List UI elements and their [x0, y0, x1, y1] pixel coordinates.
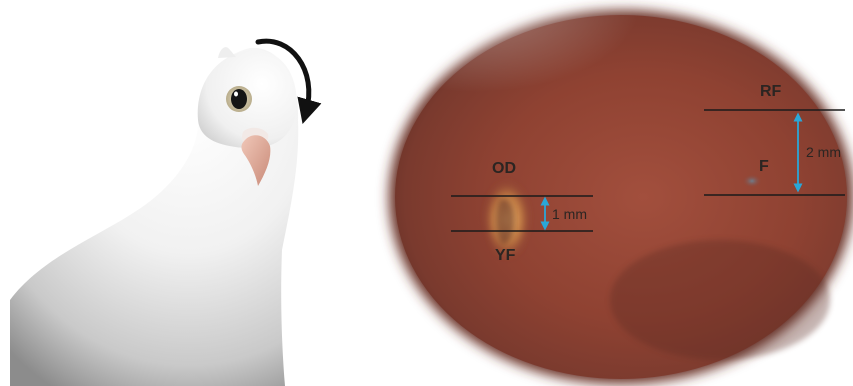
- pigeon-eye: [231, 89, 247, 109]
- eye-highlight: [234, 92, 238, 97]
- fovea-spot: [742, 174, 762, 188]
- pigeon-illustration: [10, 41, 309, 386]
- scale-label-1mm: 1 mm: [552, 206, 587, 222]
- pigeon-crest: [218, 47, 236, 58]
- scale-label-2mm: 2 mm: [806, 144, 841, 160]
- label-yf: YF: [495, 247, 516, 264]
- fundus-dark-region: [610, 240, 830, 360]
- fundus-image: [370, 0, 853, 384]
- label-f: F: [759, 158, 769, 175]
- label-od: OD: [492, 160, 516, 177]
- label-rf: RF: [760, 83, 782, 100]
